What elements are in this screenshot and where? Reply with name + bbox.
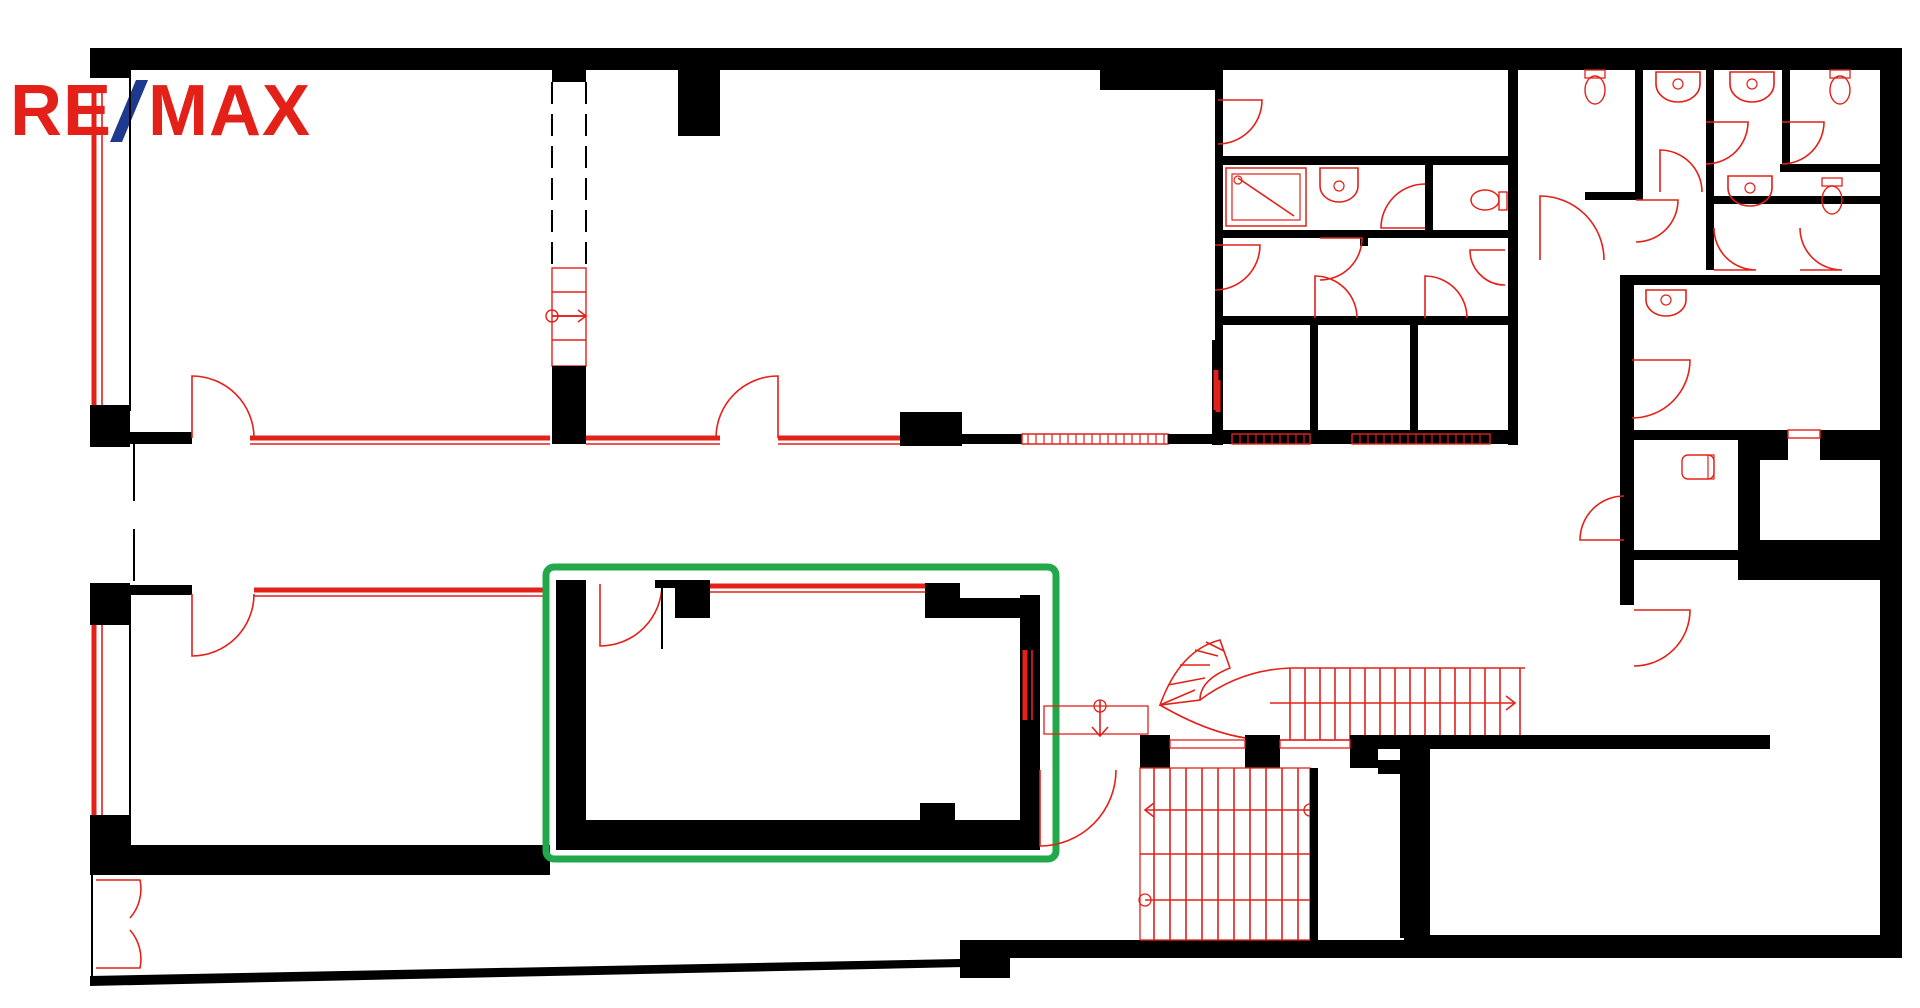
left-facade-windows xyxy=(91,90,103,815)
upper-middle-room xyxy=(586,70,1236,446)
highlight-outline xyxy=(542,563,1060,863)
upper-middle-vent xyxy=(1021,433,1169,445)
sanitary-block xyxy=(1212,70,1518,445)
toilets-block xyxy=(1508,69,1882,667)
upper-left-room xyxy=(130,70,588,445)
lower-left-room xyxy=(90,585,550,969)
highlighted-unit[interactable] xyxy=(542,563,1060,863)
sanitary-vents xyxy=(1231,433,1491,445)
toilet-fixtures xyxy=(1584,69,1851,480)
logo-text-max: MAX xyxy=(148,71,312,151)
outer-walls xyxy=(90,48,1902,986)
stair-area xyxy=(1039,639,1882,945)
